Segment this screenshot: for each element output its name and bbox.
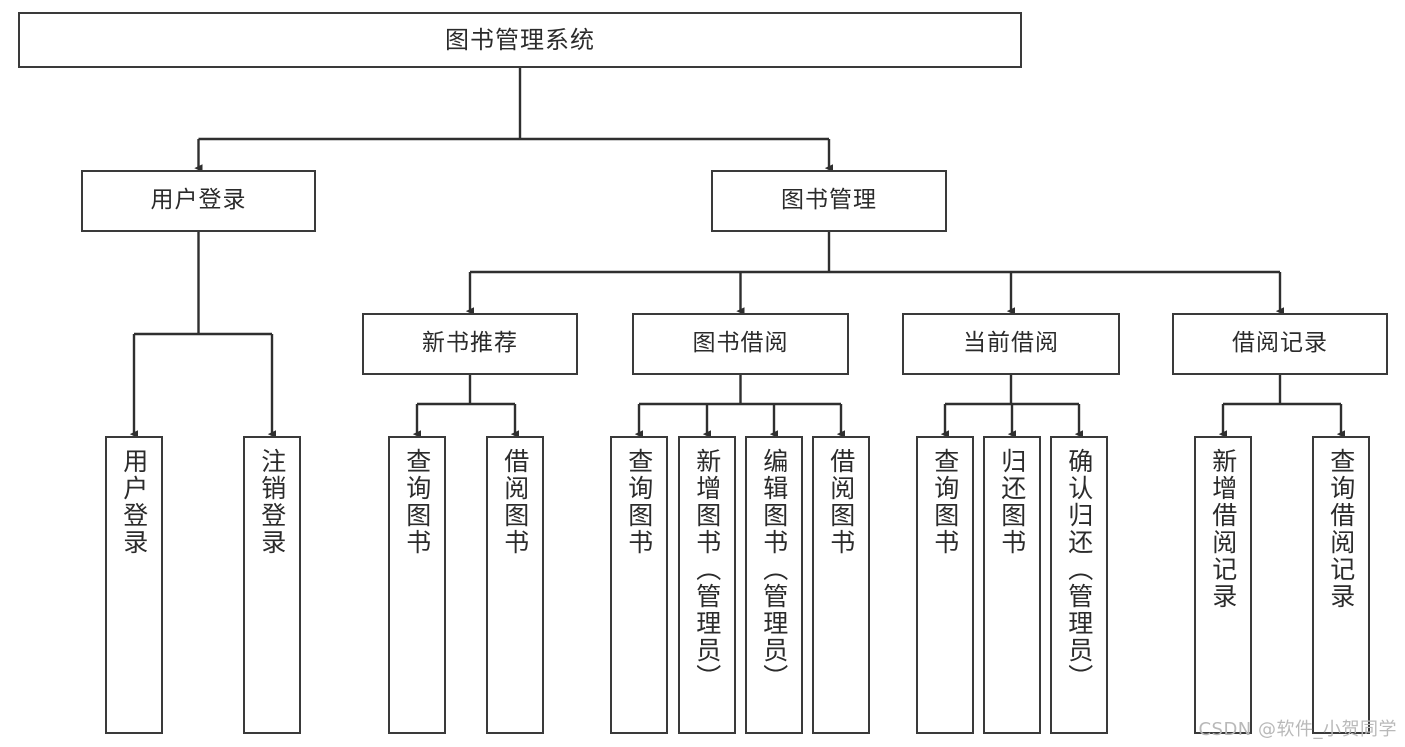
node-label-bookmgmt: 图书管理 <box>781 187 877 214</box>
node-bookmgmt[interactable]: 图书管理 <box>711 170 947 232</box>
node-cur-return[interactable]: 归还图书 <box>983 436 1041 734</box>
node-label-rec-query: 查询借阅记录 <box>1326 448 1356 610</box>
node-label-cur-confirm: 确认归还（管理员） <box>1064 448 1094 691</box>
node-label-login: 用户登录 <box>150 187 247 214</box>
node-bw-borrow[interactable]: 借阅图书 <box>812 436 870 734</box>
node-nb-query[interactable]: 查询图书 <box>388 436 446 734</box>
node-label-cur-return: 归还图书 <box>997 448 1027 556</box>
node-label-records: 借阅记录 <box>1232 330 1328 357</box>
node-label-nb-query: 查询图书 <box>402 448 432 556</box>
node-records[interactable]: 借阅记录 <box>1172 313 1388 375</box>
node-label-nb-borrow: 借阅图书 <box>500 448 530 556</box>
node-label-bw-edit: 编辑图书（管理员） <box>759 448 789 691</box>
node-userlogin[interactable]: 用户登录 <box>105 436 163 734</box>
node-bw-edit[interactable]: 编辑图书（管理员） <box>745 436 803 734</box>
node-borrow[interactable]: 图书借阅 <box>632 313 849 375</box>
node-label-bw-borrow: 借阅图书 <box>826 448 856 556</box>
node-rec-query[interactable]: 查询借阅记录 <box>1312 436 1370 734</box>
edge-paths <box>129 68 1346 439</box>
node-label-userlogin: 用户登录 <box>119 448 149 556</box>
node-label-current: 当前借阅 <box>963 330 1059 357</box>
node-cur-query[interactable]: 查询图书 <box>916 436 974 734</box>
node-bw-add[interactable]: 新增图书（管理员） <box>678 436 736 734</box>
node-label-bw-add: 新增图书（管理员） <box>692 448 722 691</box>
node-label-rec-add: 新增借阅记录 <box>1208 448 1238 610</box>
node-current[interactable]: 当前借阅 <box>902 313 1120 375</box>
node-userlogout[interactable]: 注销登录 <box>243 436 301 734</box>
node-nb-borrow[interactable]: 借阅图书 <box>486 436 544 734</box>
node-newbook[interactable]: 新书推荐 <box>362 313 578 375</box>
node-label-root: 图书管理系统 <box>445 25 595 54</box>
node-label-borrow: 图书借阅 <box>692 330 789 357</box>
node-label-userlogout: 注销登录 <box>257 448 287 556</box>
node-label-cur-query: 查询图书 <box>930 448 960 556</box>
node-rec-add[interactable]: 新增借阅记录 <box>1194 436 1252 734</box>
node-cur-confirm[interactable]: 确认归还（管理员） <box>1050 436 1108 734</box>
node-label-bw-query: 查询图书 <box>624 448 654 556</box>
node-bw-query[interactable]: 查询图书 <box>610 436 668 734</box>
node-login[interactable]: 用户登录 <box>81 170 316 232</box>
node-root[interactable]: 图书管理系统 <box>18 12 1022 68</box>
node-label-newbook: 新书推荐 <box>422 330 518 357</box>
